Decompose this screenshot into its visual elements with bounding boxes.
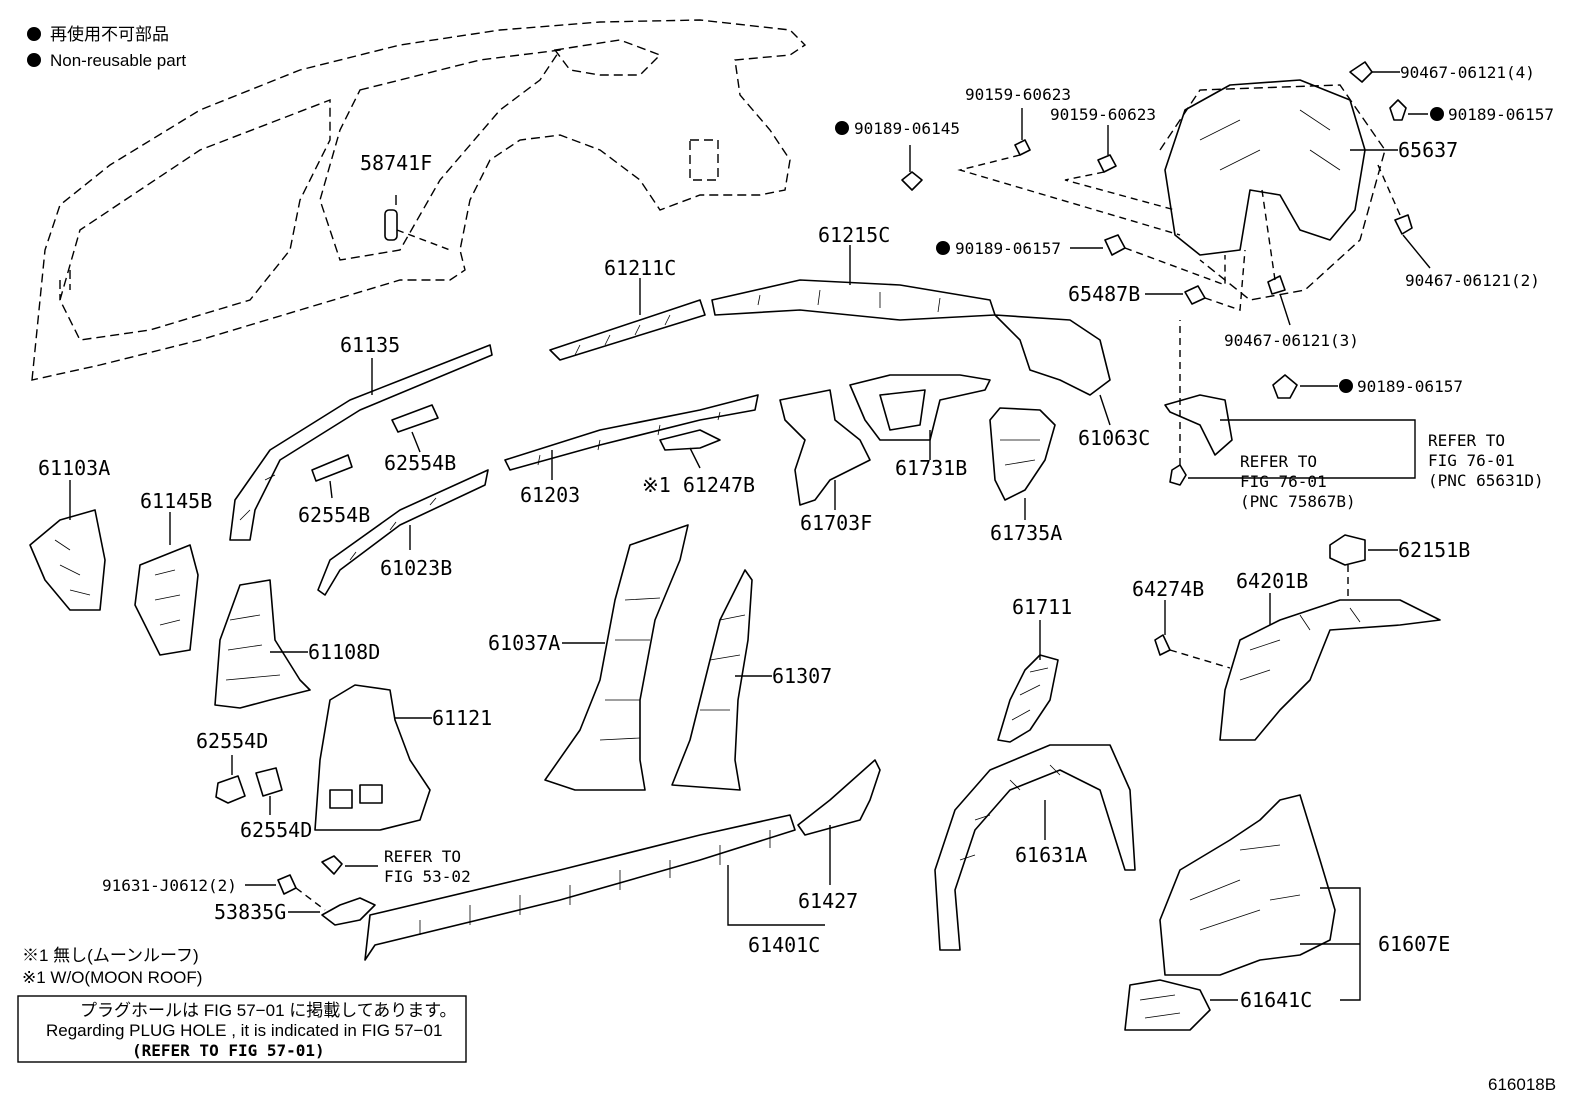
non-reusable-dot-icon (1430, 107, 1444, 121)
part-label-90467-3: 90467-06121(3) (1224, 331, 1359, 350)
part-label-61023B: 61023B (380, 556, 452, 580)
plug-hole-note-en: Regarding PLUG HOLE , it is indicated in… (46, 1021, 442, 1040)
part-label-62554D-2: 62554D (240, 818, 312, 842)
legend-dot-icon (27, 53, 41, 67)
side-body-outer-panel (31, 19, 807, 381)
non-reusable-dot-icon (1339, 379, 1353, 393)
part-label-61607E: 61607E (1378, 932, 1450, 956)
part-label-64201B: 64201B (1236, 569, 1308, 593)
part-label-61307: 61307 (772, 664, 832, 688)
legend-jp: 再使用不可部品 (50, 24, 169, 44)
part-label-61121: 61121 (432, 706, 492, 730)
part-label-65637: 65637 (1398, 138, 1458, 162)
part-label-61211C: 61211C (604, 256, 676, 280)
quarter-wheel-house-brace: 61711 (997, 595, 1072, 743)
ref-76-01-b-line2: FIG 76-01 (1428, 451, 1515, 470)
part-label-58741F: 58741F (360, 151, 432, 175)
ref-76-01-a-line1: REFER TO (1240, 452, 1317, 471)
front-body-pillar: 61108D (214, 579, 380, 709)
part-label-90467-2: 90467-06121(2) (1405, 271, 1540, 290)
roof-rail-inner-front: 61023B (317, 469, 489, 596)
roof-side-inner: 61203 ※1 61247B (504, 394, 759, 507)
plug-hole-note-box (17, 995, 467, 1063)
part-shape-58741F (384, 209, 398, 241)
wheel-house-inner: 61607E 61641C (1124, 794, 1450, 1031)
part-label-61401C: 61401C (748, 933, 820, 957)
jack-bracket-group: 53835G 91631-J0612(2) REFER TO FIG 53-02 (102, 847, 471, 926)
part-label-61215C: 61215C (818, 223, 890, 247)
part-label-61735A: 61735A (990, 521, 1062, 545)
front-pillar-lower: 61103A 61145B (29, 456, 212, 656)
part-label-62554B-2: 62554B (298, 503, 370, 527)
ref-76-01-a-line2: FIG 76-01 (1240, 472, 1327, 491)
part-label-90159-60623-b: 90159-60623 (1050, 105, 1156, 124)
front-pillar-upper: 61135 62554B 62554B (229, 333, 493, 541)
ref-53-02-line1: REFER TO (384, 847, 461, 866)
plug-hole-note-ref: (REFER TO FIG 57-01) (132, 1041, 325, 1060)
part-label-61103A: 61103A (38, 456, 110, 480)
part-label-61108D: 61108D (308, 640, 380, 664)
part-label-90189-06157-a: 90189-06157 (1448, 105, 1554, 124)
legend-dot-icon (27, 27, 41, 41)
part-label-61145B: 61145B (140, 489, 212, 513)
part-label-62554B-1: 62554B (384, 451, 456, 475)
legend-en: Non-reusable part (50, 51, 186, 70)
non-reusable-dot-icon (936, 241, 950, 255)
part-label-62151B: 62151B (1398, 538, 1470, 562)
part-label-61731B: 61731B (895, 456, 967, 480)
part-label-64274B: 64274B (1132, 577, 1204, 601)
ref-53-02-line2: FIG 53-02 (384, 867, 471, 886)
ref-76-01-a-line3: (PNC 75867B) (1240, 492, 1356, 511)
part-label-62554D-1: 62554D (196, 729, 268, 753)
part-label-90467-4: 90467-06121(4) (1400, 63, 1535, 82)
part-label-90189-06157-c: 90189-06157 (1357, 377, 1463, 396)
non-reusable-dot-icon (835, 121, 849, 135)
roof-rails: 61211C 61215C 61063C (549, 223, 1150, 450)
part-label-61247B: ※1 61247B (642, 473, 755, 497)
figure-code: 616018B (1488, 1075, 1556, 1094)
notes: ※1 無し(ムーンルーフ) ※1 W/O(MOON ROOF) プラグホールは … (17, 946, 467, 1063)
part-label-61631A: 61631A (1015, 843, 1087, 867)
part-label-90189-06145: 90189-06145 (854, 119, 960, 138)
part-label-61037A: 61037A (488, 631, 560, 655)
part-label-91631: 91631-J0612(2) (102, 876, 237, 895)
center-pillar-outer: 61037A (488, 524, 689, 791)
part-label-61063C: 61063C (1078, 426, 1150, 450)
ref-76-01-b-line1: REFER TO (1428, 431, 1505, 450)
wheel-house-outer: 61631A (934, 744, 1136, 951)
fender-liner-group: 65637 90467-06121(4) 90189-06157 90467-0… (835, 61, 1554, 399)
plug-hole-note-jp: プラグホールは FIG 57−01 に掲載してあります。 (80, 1001, 457, 1020)
rear-floor-side-parts: 64274B 64201B 62151B (1132, 534, 1470, 741)
part-label-61703F: 61703F (800, 511, 872, 535)
mudguard-refs: REFER TO FIG 76-01 (PNC 65631D) REFER TO… (1164, 320, 1544, 511)
center-pillar-inner: 61307 (671, 569, 832, 791)
part-label-61711: 61711 (1012, 595, 1072, 619)
part-label-53835G: 53835G (214, 900, 286, 924)
ref-76-01-b-line3: (PNC 65631D) (1428, 471, 1544, 490)
part-label-90159-60623-a: 90159-60623 (965, 85, 1071, 104)
rocker-sill-group: 61401C 61427 (364, 759, 881, 961)
part-label-90189-06157-b: 90189-06157 (955, 239, 1061, 258)
note-1-en: ※1 W/O(MOON ROOF) (22, 968, 202, 987)
front-pillar-reinforcement: 61121 62554D 62554D (196, 684, 492, 842)
part-label-61641C: 61641C (1240, 988, 1312, 1012)
part-label-61427: 61427 (798, 889, 858, 913)
legend: 再使用不可部品 Non-reusable part (27, 24, 186, 70)
quarter-inner-parts: 61703F 61731B 61735A (779, 374, 1062, 545)
part-label-61135: 61135 (340, 333, 400, 357)
part-label-65487B: 65487B (1068, 282, 1140, 306)
part-label-61203: 61203 (520, 483, 580, 507)
note-1-jp: ※1 無し(ムーンルーフ) (22, 946, 199, 965)
